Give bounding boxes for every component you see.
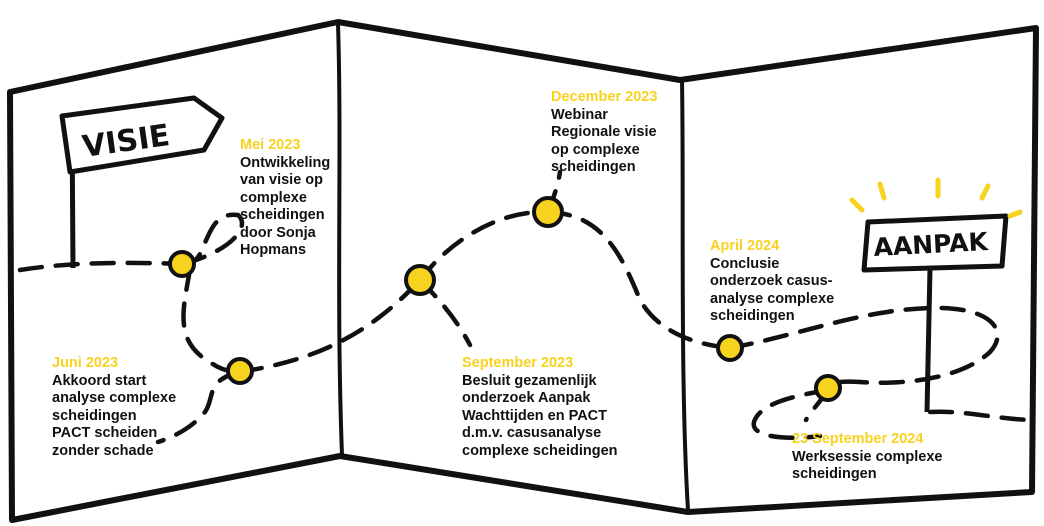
- aanpak-sign: AANPAK: [849, 177, 1023, 413]
- milestone-text: Webinar Regionale visie op complexe sche…: [551, 106, 657, 176]
- milestone-april-2024: April 2024 Conclusie onderzoek casus- an…: [710, 238, 834, 326]
- map-fold-line: [336, 23, 344, 456]
- milestone-dot-mei-2023: [168, 250, 196, 278]
- milestone-text: Werksessie complexe scheidingen: [792, 448, 943, 483]
- visie-sign-board: [59, 95, 225, 175]
- milestone-dots: [168, 196, 842, 402]
- milestone-23-september-2024: 23 September 2024 Werksessie complexe sc…: [792, 431, 942, 484]
- aanpak-sign-pole: [924, 267, 933, 413]
- milestone-text: Conclusie onderzoek casus- analyse compl…: [710, 255, 835, 325]
- milestone-dot-23-september-2024: [814, 374, 842, 402]
- aanpak-sign-board: [861, 213, 1009, 273]
- milestone-date: September 2023: [462, 355, 574, 371]
- milestone-dot-april-2024: [716, 334, 744, 362]
- milestone-text: Akkoord start analyse complexe scheiding…: [52, 372, 177, 459]
- milestone-dot-juni-2023: [226, 357, 254, 385]
- milestone-date: 23 September 2024: [792, 431, 924, 447]
- map-outline: [7, 19, 1039, 523]
- milestone-date: Juni 2023: [52, 355, 119, 371]
- milestone-mei-2023: Mei 2023 Ontwikkeling van visie op compl…: [240, 137, 330, 260]
- milestone-december-2023: December 2023 Webinar Regionale visie op…: [551, 89, 657, 177]
- aanpak-rays: [849, 177, 1023, 219]
- milestone-date: December 2023: [551, 89, 658, 105]
- milestone-text: Ontwikkeling van visie op complexe schei…: [240, 154, 331, 259]
- map-fold-line: [680, 79, 690, 511]
- timeline-route: [17, 169, 1039, 445]
- milestone-text: Besluit gezamenlijk onderzoek Aanpak Wac…: [462, 372, 618, 459]
- milestone-date: Mei 2023: [240, 137, 301, 153]
- milestone-dot-september-2023: [404, 264, 436, 296]
- milestone-date: April 2024: [710, 238, 780, 254]
- visie-sign: VISIE: [59, 95, 225, 269]
- aanpak-sign-label: AANPAK: [873, 227, 990, 262]
- milestone-september-2023: September 2023 Besluit gezamenlijk onder…: [462, 355, 618, 460]
- milestone-dot-december-2023: [532, 196, 564, 228]
- milestone-juni-2023: Juni 2023 Akkoord start analyse complexe…: [52, 355, 176, 460]
